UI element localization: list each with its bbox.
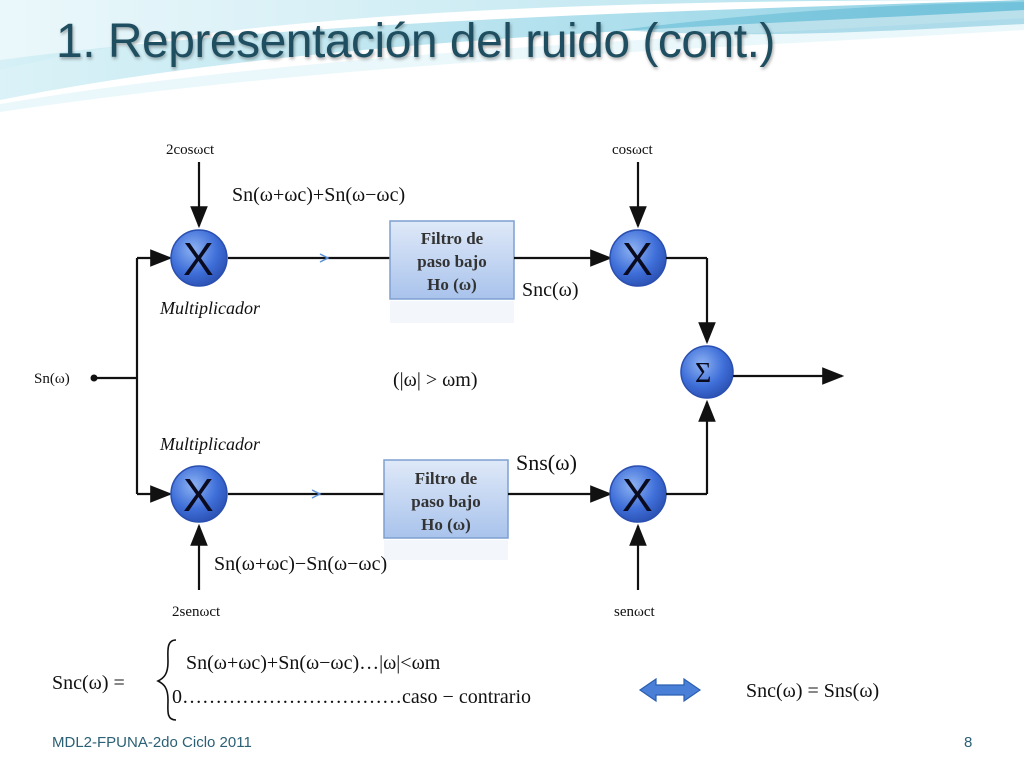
lower-product-expr: Sn(ω+ωc)−Sn(ω−ωc) (214, 553, 387, 575)
equation-brace (156, 639, 177, 721)
equation-right: Snc(ω) = Sns(ω) (746, 680, 879, 702)
equation-case2: 0……………………………caso − contrario (172, 686, 531, 708)
equation-case1: Sn(ω+ωc)+Sn(ω−ωc)…|ω|<ωm (186, 652, 441, 674)
background-swoosh (0, 0, 1024, 112)
footer-left: MDL2-FPUNA-2do Ciclo 2011 (52, 734, 252, 751)
upper-filter-line2: paso bajo (417, 252, 486, 271)
lower-carrier2-label: senωct (614, 604, 656, 620)
upper-multiplier-symbol: X (183, 233, 214, 285)
page-number: 8 (964, 734, 973, 751)
lower-filter-reflection (384, 540, 508, 560)
upper-multiplier-2-symbol: X (622, 233, 653, 285)
upper-carrier-label: 2cosωct (166, 142, 215, 158)
summer (680, 345, 734, 399)
upper-carrier2-label: cosωct (612, 142, 654, 158)
lower-multiplier-symbol: X (183, 469, 214, 521)
lower-filter-line1: Filtro de (415, 469, 478, 488)
lower-filter (383, 459, 509, 539)
input-label: Sn(ω) (34, 371, 70, 387)
page-title: 1. Representación del ruido (cont.) (56, 15, 775, 68)
block-diagram: 2cosωct X Multiplicador Sn(ω+ωc)+Sn(ω−ωc… (34, 142, 879, 721)
lower-multiplier-label: Multiplicador (159, 434, 261, 454)
upper-multiplier (170, 229, 228, 287)
equation-lhs: Snc(ω) = (52, 672, 125, 694)
upper-multiplier-label: Multiplicador (159, 298, 261, 318)
lower-carrier-label: 2senωct (172, 604, 221, 620)
condition-label: (|ω| > ωm) (393, 369, 478, 391)
lower-filter-line2: paso bajo (411, 492, 480, 511)
lower-output-label: Sns(ω) (516, 450, 577, 475)
double-arrow-icon (638, 677, 702, 703)
upper-product-expr: Sn(ω+ωc)+Sn(ω−ωc) (232, 184, 405, 206)
upper-output-label: Snc(ω) (522, 279, 578, 301)
upper-filter-line1: Filtro de (421, 229, 484, 248)
summer-symbol: Σ (695, 358, 711, 389)
lower-filter-line3: Ho (ω) (421, 515, 471, 534)
lower-multiplier-2-symbol: X (622, 469, 653, 521)
lower-multiplier (170, 465, 228, 523)
upper-filter (389, 220, 515, 300)
upper-filter-line3: Ho (ω) (427, 275, 477, 294)
upper-filter-reflection (390, 301, 514, 323)
